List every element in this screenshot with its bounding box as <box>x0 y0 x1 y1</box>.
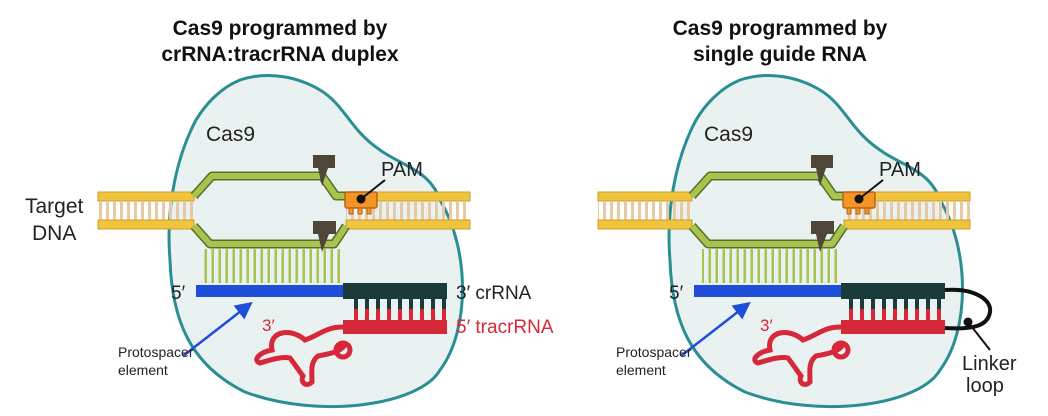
linker-loop <box>944 287 993 331</box>
left-panel: Cas9 PAM <box>25 73 554 409</box>
protospacer-label-line1: Protospacer <box>616 344 692 360</box>
tracrrna-segment <box>343 320 447 334</box>
sgrna-tracr-segment <box>841 320 945 334</box>
crrna-five-prime-label: 5′ <box>171 283 186 304</box>
pam-marker <box>842 179 884 215</box>
target-dna-label-line1: Target <box>25 195 84 218</box>
protospacer-label-line2: element <box>118 362 168 378</box>
five-prime-label: 5′ <box>669 283 684 304</box>
sgrna-repeat-segment <box>841 283 945 299</box>
basepair-rungs <box>204 249 342 283</box>
linker-label-line2: loop <box>966 375 1004 397</box>
crrna-repeat-segment <box>343 283 447 299</box>
left-panel-title: Cas9 programmed by crRNA:tracrRNA duplex <box>80 16 480 68</box>
cleavage-scissor-bottom <box>313 221 336 252</box>
protospacer-arrow <box>182 301 253 357</box>
right-title-line2: single guide RNA <box>693 43 867 66</box>
protospacer-label-line1: Protospacer <box>118 344 194 360</box>
cleavage-scissor-top <box>811 155 833 186</box>
protospacer-segment <box>196 285 343 297</box>
protospacer-segment <box>694 285 841 297</box>
cas9-label: Cas9 <box>704 123 753 146</box>
right-panel-title: Cas9 programmed by single guide RNA <box>580 16 980 68</box>
pam-label: PAM <box>879 159 921 181</box>
right-panel: Cas9 PAM 5′ <box>597 73 1017 409</box>
pam-marker <box>344 179 386 215</box>
target-dna-left <box>97 191 195 230</box>
left-title-line1: Cas9 programmed by <box>172 17 388 40</box>
tracrrna-three-prime-label: 3′ <box>262 316 275 335</box>
target-dna-label-line2: DNA <box>32 222 76 245</box>
cas9-label: Cas9 <box>206 123 255 146</box>
protospacer-arrow <box>680 301 751 357</box>
tracrrna-hairpins <box>752 324 845 387</box>
crrna-label: 3′ crRNA <box>456 283 532 304</box>
protospacer-label-line2: element <box>616 362 666 378</box>
tracrrna-hairpins <box>254 324 347 387</box>
left-title-line2: crRNA:tracrRNA duplex <box>161 43 399 66</box>
linker-label-line1: Linker <box>962 353 1017 375</box>
target-dna-left <box>597 191 693 230</box>
pam-label: PAM <box>381 159 423 181</box>
tracrrna-label: 5′ tracrRNA <box>456 317 554 338</box>
cleavage-scissor-bottom <box>811 221 834 252</box>
basepair-rungs <box>702 249 840 283</box>
tracr-three-prime-label: 3′ <box>760 316 773 335</box>
cleavage-scissor-top <box>313 155 335 186</box>
right-title-line1: Cas9 programmed by <box>672 17 888 40</box>
